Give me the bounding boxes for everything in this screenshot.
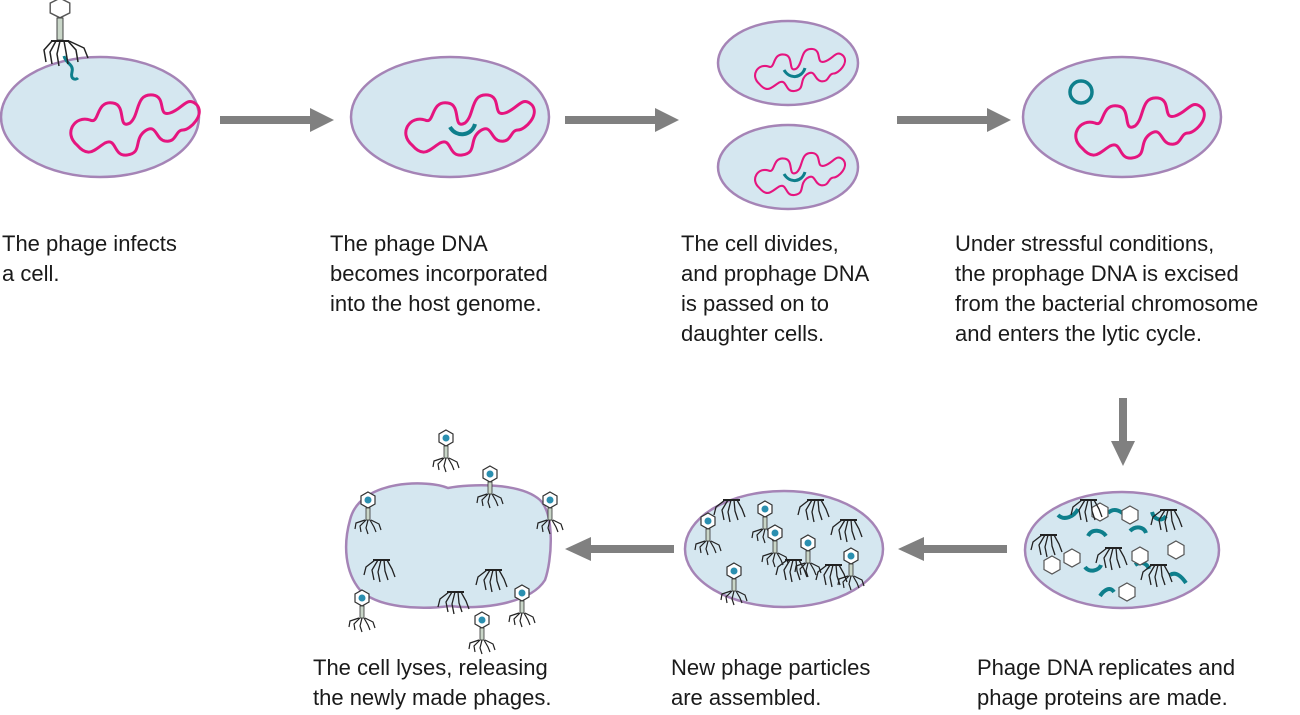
caption-step6: New phage particles are assembled.	[671, 653, 870, 713]
caption-line: a cell.	[2, 261, 60, 286]
process-arrow-icon	[565, 537, 674, 561]
caption-line: New phage particles	[671, 655, 871, 680]
caption-step3: The cell divides, and prophage DNA is pa…	[681, 229, 869, 349]
caption-line: into the host genome.	[330, 291, 542, 316]
cell-step2	[349, 55, 551, 179]
caption-step2: The phage DNA becomes incorporated into …	[330, 229, 548, 319]
process-arrow-icon	[220, 108, 334, 132]
process-arrow-icon	[897, 108, 1011, 132]
caption-line: The cell lyses, releasing	[313, 655, 548, 680]
cell-step3-bottom	[716, 123, 860, 211]
bacteriophage-icon	[43, 0, 89, 67]
process-arrow-icon	[565, 108, 679, 132]
caption-line: phage proteins are made.	[977, 685, 1228, 710]
caption-step4: Under stressful conditions, the prophage…	[955, 229, 1258, 349]
process-arrow-icon	[898, 537, 1007, 561]
caption-step7: The cell lyses, releasing the newly made…	[313, 653, 552, 713]
caption-line: the prophage DNA is excised	[955, 261, 1239, 286]
cell-step1	[0, 55, 201, 179]
caption-line: The phage DNA	[330, 231, 488, 256]
cell-step7-lysed	[344, 429, 564, 655]
cell-step6	[683, 489, 885, 609]
cell-step4	[1021, 55, 1223, 179]
caption-line: and enters the lytic cycle.	[955, 321, 1203, 346]
caption-line: Phage DNA replicates and	[977, 655, 1236, 680]
cell-step3-top	[716, 19, 860, 107]
caption-line: are assembled.	[671, 685, 822, 710]
caption-line: from the bacterial chromosome	[955, 291, 1259, 316]
caption-line: the newly made phages.	[313, 685, 552, 710]
process-arrow-icon	[1111, 398, 1135, 466]
caption-line: The cell divides,	[681, 231, 839, 256]
caption-line: Under stressful conditions,	[955, 231, 1215, 256]
cell-step5	[1023, 490, 1221, 610]
caption-line: daughter cells.	[681, 321, 825, 346]
caption-line: and prophage DNA	[681, 261, 870, 286]
caption-step1: The phage infects a cell.	[2, 229, 177, 289]
caption-line: is passed on to	[681, 291, 829, 316]
caption-line: The phage infects	[2, 231, 177, 256]
caption-step5: Phage DNA replicates and phage proteins …	[977, 653, 1235, 713]
caption-line: becomes incorporated	[330, 261, 548, 286]
